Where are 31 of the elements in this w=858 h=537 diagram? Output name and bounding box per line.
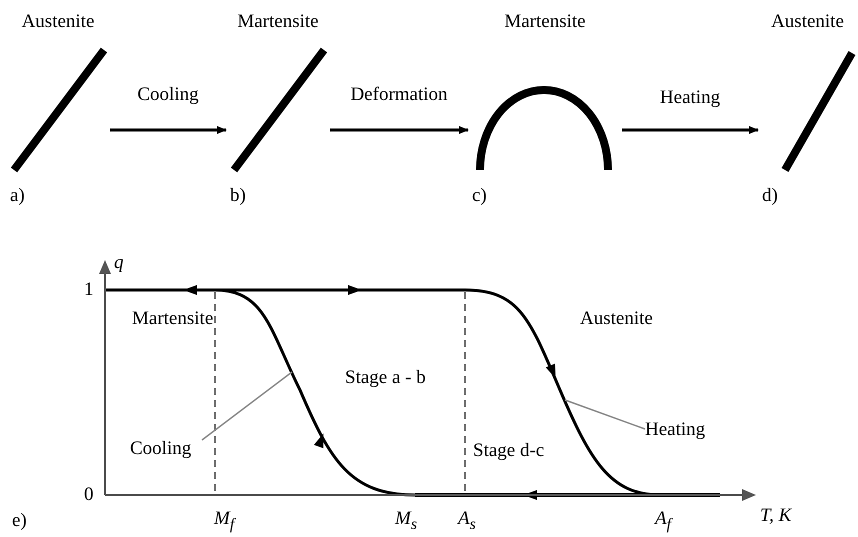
state-label: Martensite (503, 11, 587, 33)
tick-label: 1 (84, 279, 94, 301)
panel-label: a) (10, 185, 25, 207)
state-label: Martensite (236, 11, 320, 33)
axis-label: T, K (760, 505, 792, 527)
arrow (110, 126, 227, 134)
panel-label: d) (762, 185, 778, 207)
leader-line (564, 399, 646, 430)
leader-line (202, 371, 292, 441)
annotation-text: Heating (645, 419, 706, 441)
arrow (330, 126, 469, 134)
state-label: Austenite (770, 11, 845, 33)
edge-label: Cooling (137, 84, 199, 106)
axis-label: q (114, 252, 124, 274)
panel-label: b) (230, 185, 246, 207)
panel-label: c) (472, 185, 487, 207)
stage-label: Stage a - b (345, 367, 426, 389)
tick-label: 0 (84, 484, 94, 506)
panel-label: e) (12, 510, 27, 532)
temperature-label: M$_{s}$ (395, 508, 417, 535)
arrow (622, 126, 759, 134)
region-label: Austenite (580, 308, 653, 330)
state-label: Austenite (20, 11, 96, 33)
temperature-label: M$_{f}$ (214, 508, 234, 535)
annotation-text: Cooling (130, 438, 192, 460)
temperature-label: A$_{f}$ (655, 508, 672, 535)
stage-label: Stage d-c (473, 440, 544, 462)
hysteresis-loop (105, 285, 720, 500)
edge-label: Heating (660, 87, 720, 109)
region-label: Martensite (132, 308, 214, 330)
temperature-label: A$_{s}$ (458, 508, 476, 535)
